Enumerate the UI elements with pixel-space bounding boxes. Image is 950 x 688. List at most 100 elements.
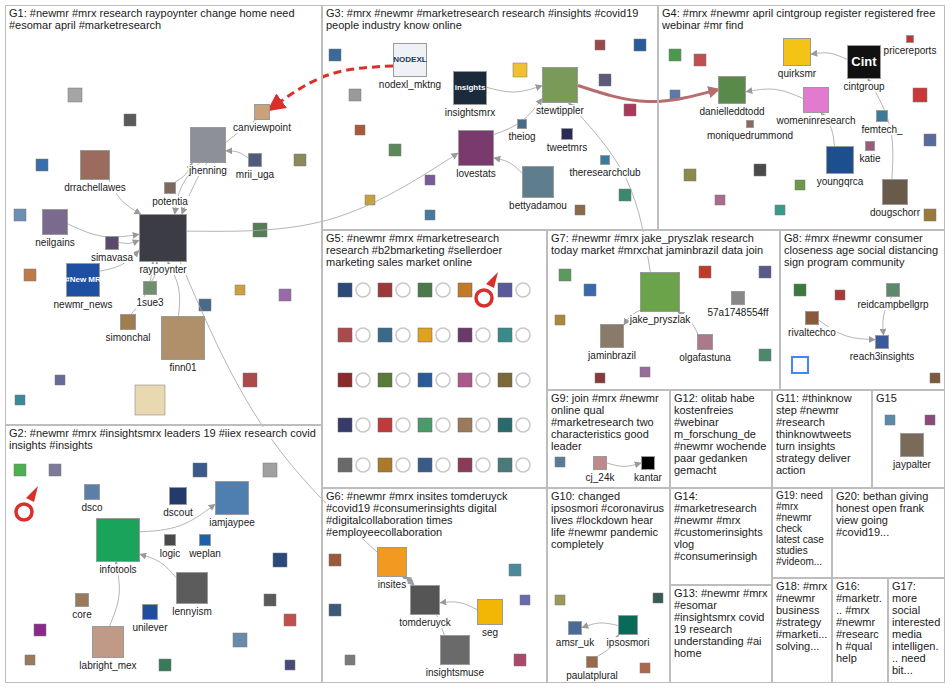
user-avatar: jaypalter — [900, 433, 924, 457]
user-label: labright_mex — [78, 660, 137, 671]
tweet-edge — [487, 86, 542, 92]
user-avatar: pricereports — [906, 35, 914, 43]
user-avatar: core — [75, 593, 89, 607]
cluster-heading-block: G5: #newmr #mrx #marketresearch research… — [323, 231, 546, 269]
user-avatar: youngqrca — [826, 146, 854, 174]
user-avatar: jake_pryszlak — [640, 272, 680, 312]
user-label: simavasa — [90, 252, 134, 263]
user-avatar: mrii_uga — [248, 153, 262, 167]
user-avatar: weplan — [199, 534, 211, 546]
user-avatar: infotools — [96, 518, 140, 562]
cluster-heading-block: G4: #mrx #newmr april cintgroup register… — [659, 6, 944, 32]
cluster-box: G20: bethan giving honest open frank vie… — [832, 488, 945, 578]
cluster-heading-block: G13: #newmr #mrx #esomar #insightsmrx co… — [671, 586, 771, 660]
user-label: tomderuyck — [398, 617, 452, 628]
tweet-edge — [746, 89, 803, 98]
user-avatar: simonchal — [120, 314, 136, 330]
user-label: youngqrca — [816, 176, 865, 187]
user-label: drrachellawes — [63, 182, 127, 193]
user-avatar: moniquedrummond — [746, 120, 754, 128]
user-label: jaypalter — [892, 459, 932, 470]
user-avatar: lennyism — [176, 572, 208, 604]
user-label: seg — [481, 627, 499, 638]
user-avatar: amsr_uk — [568, 621, 582, 635]
user-label: theresearchclub — [568, 167, 641, 178]
user-label: katie — [858, 153, 881, 164]
user-avatar: katie — [865, 141, 875, 151]
tweet-edge — [582, 623, 618, 628]
user-label: bettyadamou — [508, 200, 568, 211]
user-avatar: drrachellawes — [80, 150, 110, 180]
cluster-box: G19: need #mrx #newmr check latest case … — [772, 488, 832, 578]
cluster-heading: G17: more social interested media intell… — [892, 580, 940, 676]
cluster-heading: G3: #mrx #newmr #marketresearch research… — [326, 7, 638, 31]
user-label: moniquedrummond — [706, 130, 794, 141]
user-avatar: potentia — [164, 182, 176, 194]
user-label: nodexl_mktng — [378, 79, 442, 90]
cluster-box: G4: #mrx #newmr april cintgroup register… — [658, 5, 945, 230]
user-avatar: bettyadamou — [522, 166, 554, 198]
tweet-edge — [140, 504, 215, 532]
user-label: reidcampbellgrp — [856, 299, 929, 310]
cluster-box: G18: #mrx #newmr business #strategy #mar… — [772, 578, 832, 683]
user-avatar: unilever — [142, 604, 158, 620]
user-label: newmr_news — [53, 299, 114, 310]
cluster-box: G2: #newmr #mrx #insightsmrx leaders 19 … — [5, 425, 322, 683]
user-avatar: 57a1748554ff — [731, 291, 745, 305]
user-avatar: neilgains — [42, 209, 68, 235]
cluster-heading-block: G7: #newmr #mrx jake_pryszlak research t… — [548, 231, 779, 257]
user-label: infotools — [98, 564, 137, 575]
user-label: womeninresearch — [776, 115, 857, 126]
user-avatar: theresearchclub — [600, 155, 610, 165]
cluster-heading-block: G2: #newmr #mrx #insightsmrx leaders 19 … — [6, 426, 321, 452]
user-label: insightsmuse — [425, 667, 485, 678]
user-avatar: iamjaypee — [215, 481, 249, 515]
user-label: theiog — [507, 131, 536, 142]
cluster-heading: G12: olitab habe kostenfreies #webinar m… — [674, 392, 766, 476]
cluster-heading-block: G6: #newmr #mrx insites tomderuyck #covi… — [323, 489, 546, 539]
tweet-edge — [494, 99, 542, 135]
cluster-heading-block: G8: #mrx #newmr consumer closeness age s… — [781, 231, 944, 269]
user-label: jaminbrazil — [587, 350, 637, 361]
logo-text: NODEXL — [393, 56, 426, 64]
cluster-heading-block: G17: more social interested media intell… — [889, 579, 944, 677]
user-avatar: dsco — [84, 484, 100, 500]
cluster-heading-block: G14: #marketresearch #newmr #mrx #custom… — [671, 489, 771, 563]
cluster-box: G7: #newmr #mrx jake_pryszlak research t… — [547, 230, 780, 390]
cluster-box: G13: #newmr #mrx #esomar #insightsmrx co… — [670, 585, 772, 683]
user-avatar: dscout — [169, 487, 187, 505]
user-label: lennyism — [171, 606, 212, 617]
user-avatar: paulatplural — [586, 656, 598, 668]
user-label: paulatplural — [565, 670, 619, 681]
user-label: raypoynter — [138, 264, 187, 275]
cluster-heading: G11: #thinknow step #newmr #research thi… — [776, 392, 852, 476]
cluster-heading-block: G15 — [873, 391, 944, 405]
tweet-edge — [270, 66, 393, 109]
user-label: femtech_ — [860, 124, 903, 135]
user-avatar: logic — [164, 534, 176, 546]
cluster-box: G16: #marketr... #mrx #newmr #research #… — [832, 578, 888, 683]
user-label: rivaltechco — [787, 327, 837, 338]
cluster-heading: G8: #mrx #newmr consumer closeness age s… — [784, 232, 938, 268]
cluster-heading: G10: changed ipsosmori #coronavirus live… — [551, 490, 664, 550]
cluster-box: G14: #marketresearch #newmr #mrx #custom… — [670, 488, 772, 585]
tweet-edge — [119, 240, 139, 243]
user-avatar: jhenning — [190, 127, 226, 163]
user-label: logic — [159, 548, 182, 559]
user-label: dsco — [80, 502, 103, 513]
cluster-heading-block: G3: #mrx #newmr #marketresearch research… — [323, 6, 657, 32]
tweet-edge — [68, 224, 139, 237]
user-avatar: simavasa — [105, 236, 119, 250]
cluster-heading-block: G16: #marketr... #mrx #newmr #research #… — [833, 579, 887, 665]
user-label: potentia — [151, 196, 189, 207]
cluster-box: G6: #newmr #mrx insites tomderuyck #covi… — [322, 488, 547, 683]
cluster-heading-block: G20: bethan giving honest open frank vie… — [833, 489, 944, 539]
user-label: olgafastuna — [678, 352, 732, 363]
logo-text: Cint — [851, 55, 876, 69]
tweet-edge — [226, 151, 248, 158]
cluster-box: G8: #mrx #newmr consumer closeness age s… — [780, 230, 945, 390]
cluster-heading: G18: #mrx #newmr business #strategy #mar… — [776, 580, 827, 652]
user-label: cj_24k — [585, 472, 616, 483]
user-label: lovestats — [455, 168, 496, 179]
tweet-edge — [811, 53, 847, 60]
